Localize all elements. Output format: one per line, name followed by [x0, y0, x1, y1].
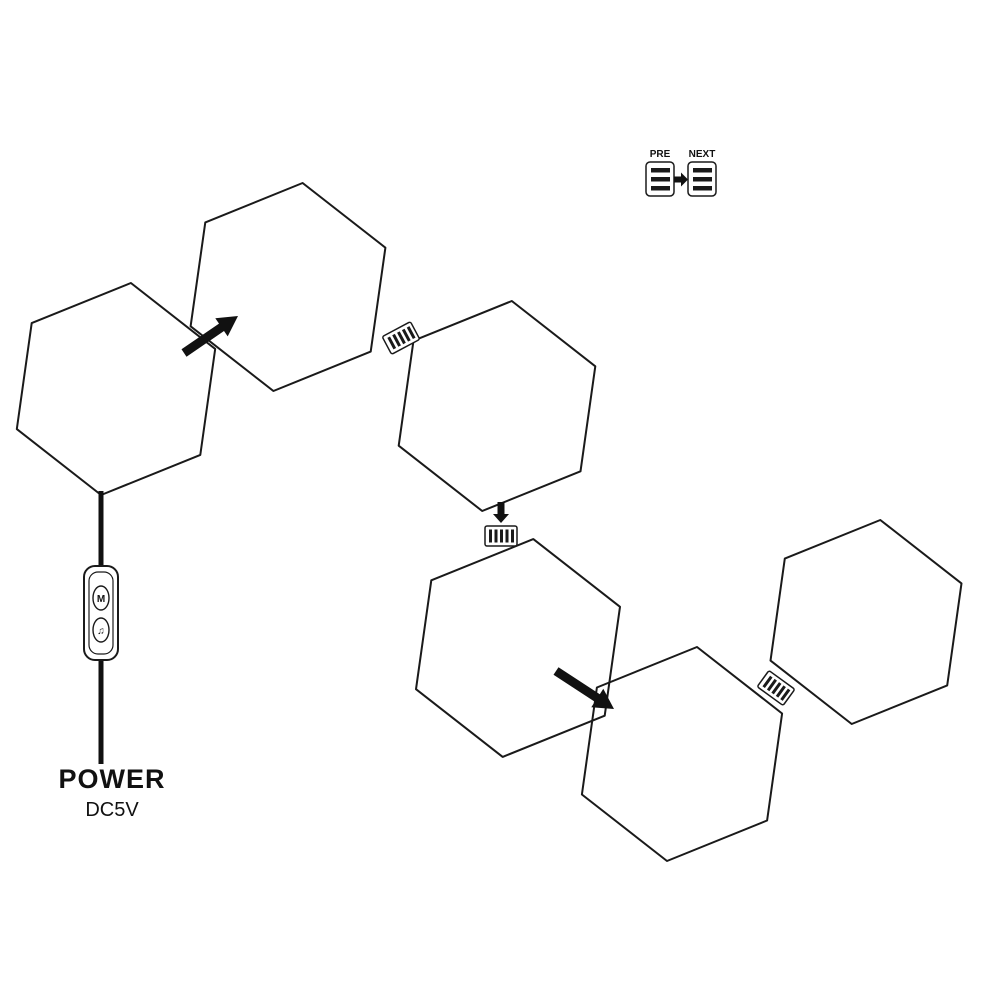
legend-arrow-icon [674, 172, 688, 187]
legend-pre-label: PRE [650, 149, 671, 160]
legend-connector-pre-icon [645, 161, 675, 197]
inline-controller: M ♫ [83, 565, 119, 661]
panel-connector-2 [484, 502, 518, 547]
assembly-arrow-1-icon [181, 316, 238, 357]
insert-arrow-icon [493, 502, 509, 523]
legend-connector-next-icon [687, 161, 717, 197]
hexagon-panel-1 [189, 182, 387, 392]
voltage-label: DC5V [85, 799, 139, 821]
hexagon-panel-6 [769, 519, 963, 725]
power-label: POWER [58, 764, 165, 794]
music-button-glyph: ♫ [97, 626, 105, 637]
connector-legend: PRE NEXT [645, 149, 717, 197]
assembly-arrow-2-icon [553, 667, 614, 709]
panel-connector-1-icon [381, 320, 421, 356]
hexagon-panel-2 [15, 282, 217, 496]
legend-next-label: NEXT [689, 149, 716, 160]
mode-button [92, 585, 110, 611]
hexagon-panel-3 [397, 300, 597, 512]
music-button [92, 617, 110, 643]
hexagon-panel-5 [580, 646, 784, 862]
mode-button-glyph: M [97, 594, 105, 605]
panel-connector-2-icon [484, 525, 518, 547]
hexagon-panel-4 [415, 538, 621, 758]
